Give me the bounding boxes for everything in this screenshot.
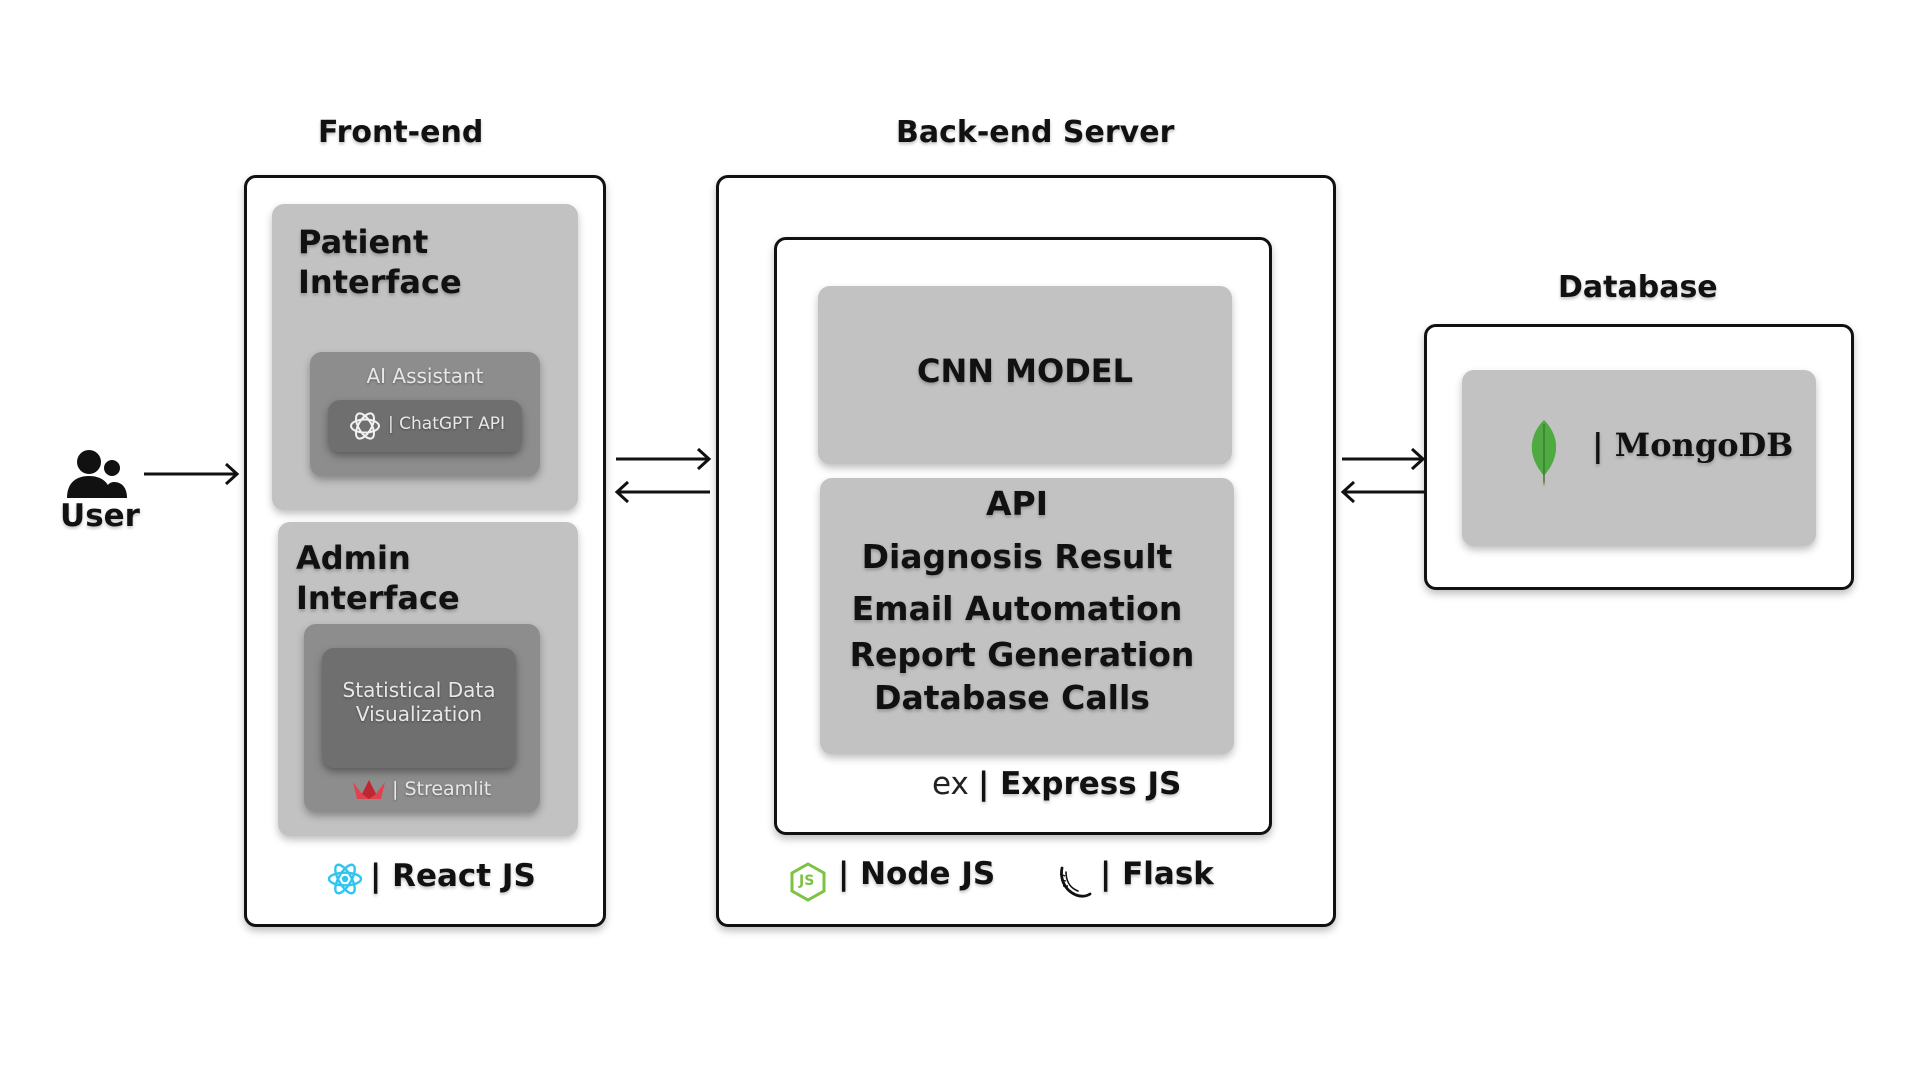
user-group-icon: [67, 450, 127, 498]
admin-interface-title: Admin Interface: [296, 539, 460, 617]
api-item-report-generation: Report Generation: [849, 635, 1195, 674]
backend-heading: Back-end Server: [896, 115, 1175, 150]
arrow-frontend-to-backend: [616, 447, 712, 471]
api-item-database-calls: Database Calls: [874, 678, 1150, 717]
cnn-model-label: CNN MODEL: [916, 352, 1134, 390]
user-node: User: [55, 448, 165, 538]
cnn-model-panel: CNN MODEL: [818, 286, 1232, 464]
flask-icon: [1059, 866, 1092, 898]
patient-interface-panel: Patient Interface AI Assistant | ChatGPT…: [272, 204, 578, 510]
mongodb-leaf-icon: [1531, 420, 1557, 486]
streamlit-label: | Streamlit: [392, 778, 492, 800]
express-logo-icon: ex: [932, 766, 969, 802]
arrow-backend-to-frontend: [614, 480, 710, 504]
api-title: API: [985, 484, 1048, 523]
statistical-visualization-label: Statistical Data Visualization: [342, 678, 496, 726]
ai-assistant-label: AI Assistant: [366, 364, 484, 388]
statistical-visualization-box: Statistical Data Visualization: [322, 648, 516, 768]
patient-interface-title: Patient Interface: [298, 223, 462, 301]
api-item-email-automation: Email Automation: [851, 589, 1183, 628]
react-icon: [327, 863, 363, 895]
ai-assistant-panel: AI Assistant | ChatGPT API: [310, 352, 540, 476]
flask-label: | Flask: [1100, 856, 1214, 892]
api-item-diagnosis-result: Diagnosis Result: [861, 537, 1173, 576]
openai-icon: [350, 412, 380, 440]
arrow-backend-to-database: [1342, 447, 1426, 471]
node-js-label: | Node JS: [838, 856, 996, 892]
api-panel: API Diagnosis Result Email Automation Re…: [820, 478, 1234, 754]
react-js-label: | React JS: [370, 858, 536, 894]
chatgpt-api-chip: | ChatGPT API: [328, 400, 522, 452]
streamlit-panel: Statistical Data Visualization | Streaml…: [304, 624, 540, 812]
admin-interface-panel: Admin Interface Statistical Data Visuali…: [278, 522, 578, 836]
streamlit-icon: [353, 780, 385, 799]
arrow-database-to-backend: [1340, 480, 1424, 504]
user-label: User: [60, 498, 140, 534]
arrow-user-to-frontend: [144, 462, 240, 486]
mongodb-label: | MongoDB: [1592, 426, 1794, 464]
database-heading: Database: [1558, 270, 1718, 305]
frontend-heading: Front-end: [318, 115, 484, 150]
chatgpt-api-label: | ChatGPT API: [388, 414, 505, 434]
node-js-logo-text: JS: [799, 873, 815, 889]
mongodb-panel: | MongoDB: [1462, 370, 1816, 546]
node-js-icon: [790, 862, 826, 902]
express-js-label: | Express JS: [978, 766, 1182, 802]
